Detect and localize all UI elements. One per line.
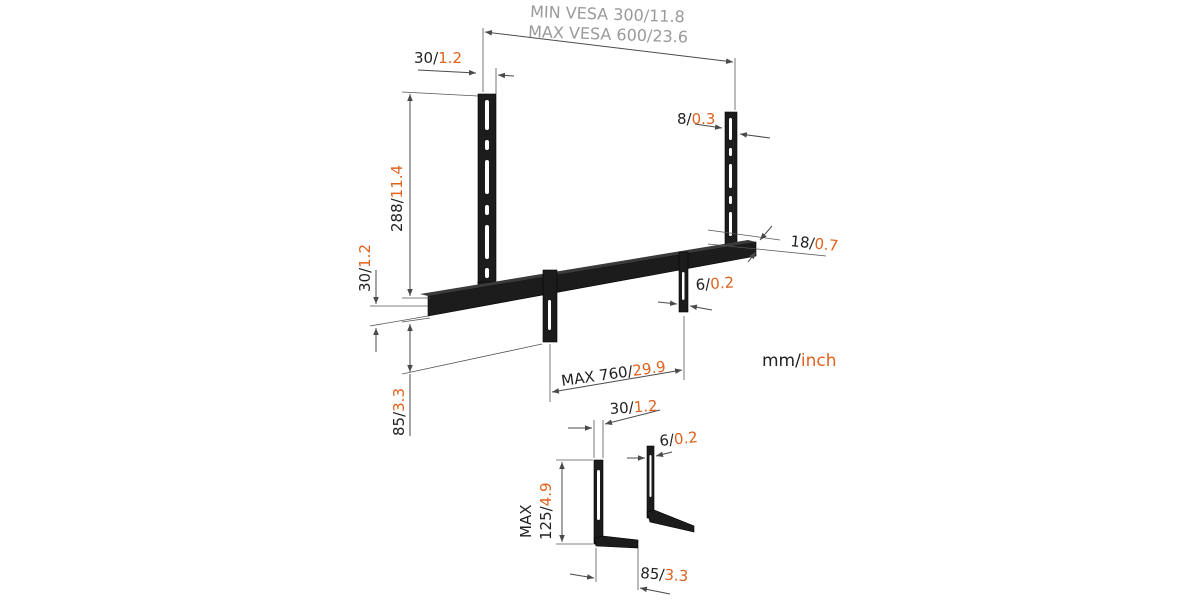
bracket-width-label: 30/1.2 [609, 397, 658, 418]
soundbar-mount-assembly [420, 93, 757, 343]
top-width-label: 30/1.2 [414, 49, 462, 67]
height-label: 288/11.4 [388, 165, 406, 232]
bracket-thickness-label: 6/0.2 [659, 428, 699, 450]
units-legend: mm/inch [762, 351, 836, 371]
max-span-label: MAX 760/29.9 [560, 357, 667, 389]
right-hook [678, 251, 689, 313]
hook-thickness-label: 6/0.2 [695, 273, 735, 294]
rail-height-label: 30/1.2 [356, 244, 374, 292]
vesa-labels: MIN VESA 300/11.8 MAX VESA 600/23.6 [528, 2, 688, 47]
arm-thickness-label: 8/0.3 [677, 110, 715, 128]
vesa-max-label: MAX VESA 600/23.6 [528, 22, 688, 47]
horizontal-rail [420, 240, 757, 317]
left-hook [542, 269, 558, 343]
dimension-lines [369, 28, 827, 436]
rail-thickness-label: 18/0.7 [790, 232, 840, 255]
bracket-depth-label: 85/3.3 [640, 564, 689, 585]
right-vertical-arm [724, 111, 738, 249]
bracket-height-label: 125/4.9 [537, 482, 555, 540]
depth-label: 85/3.3 [390, 388, 408, 436]
bracket-dimension-lines [556, 409, 673, 595]
left-vertical-arm [477, 93, 501, 299]
bracket-height-prefix: MAX [517, 505, 535, 538]
l-bracket-large [593, 459, 639, 549]
l-bracket-small [646, 445, 695, 533]
